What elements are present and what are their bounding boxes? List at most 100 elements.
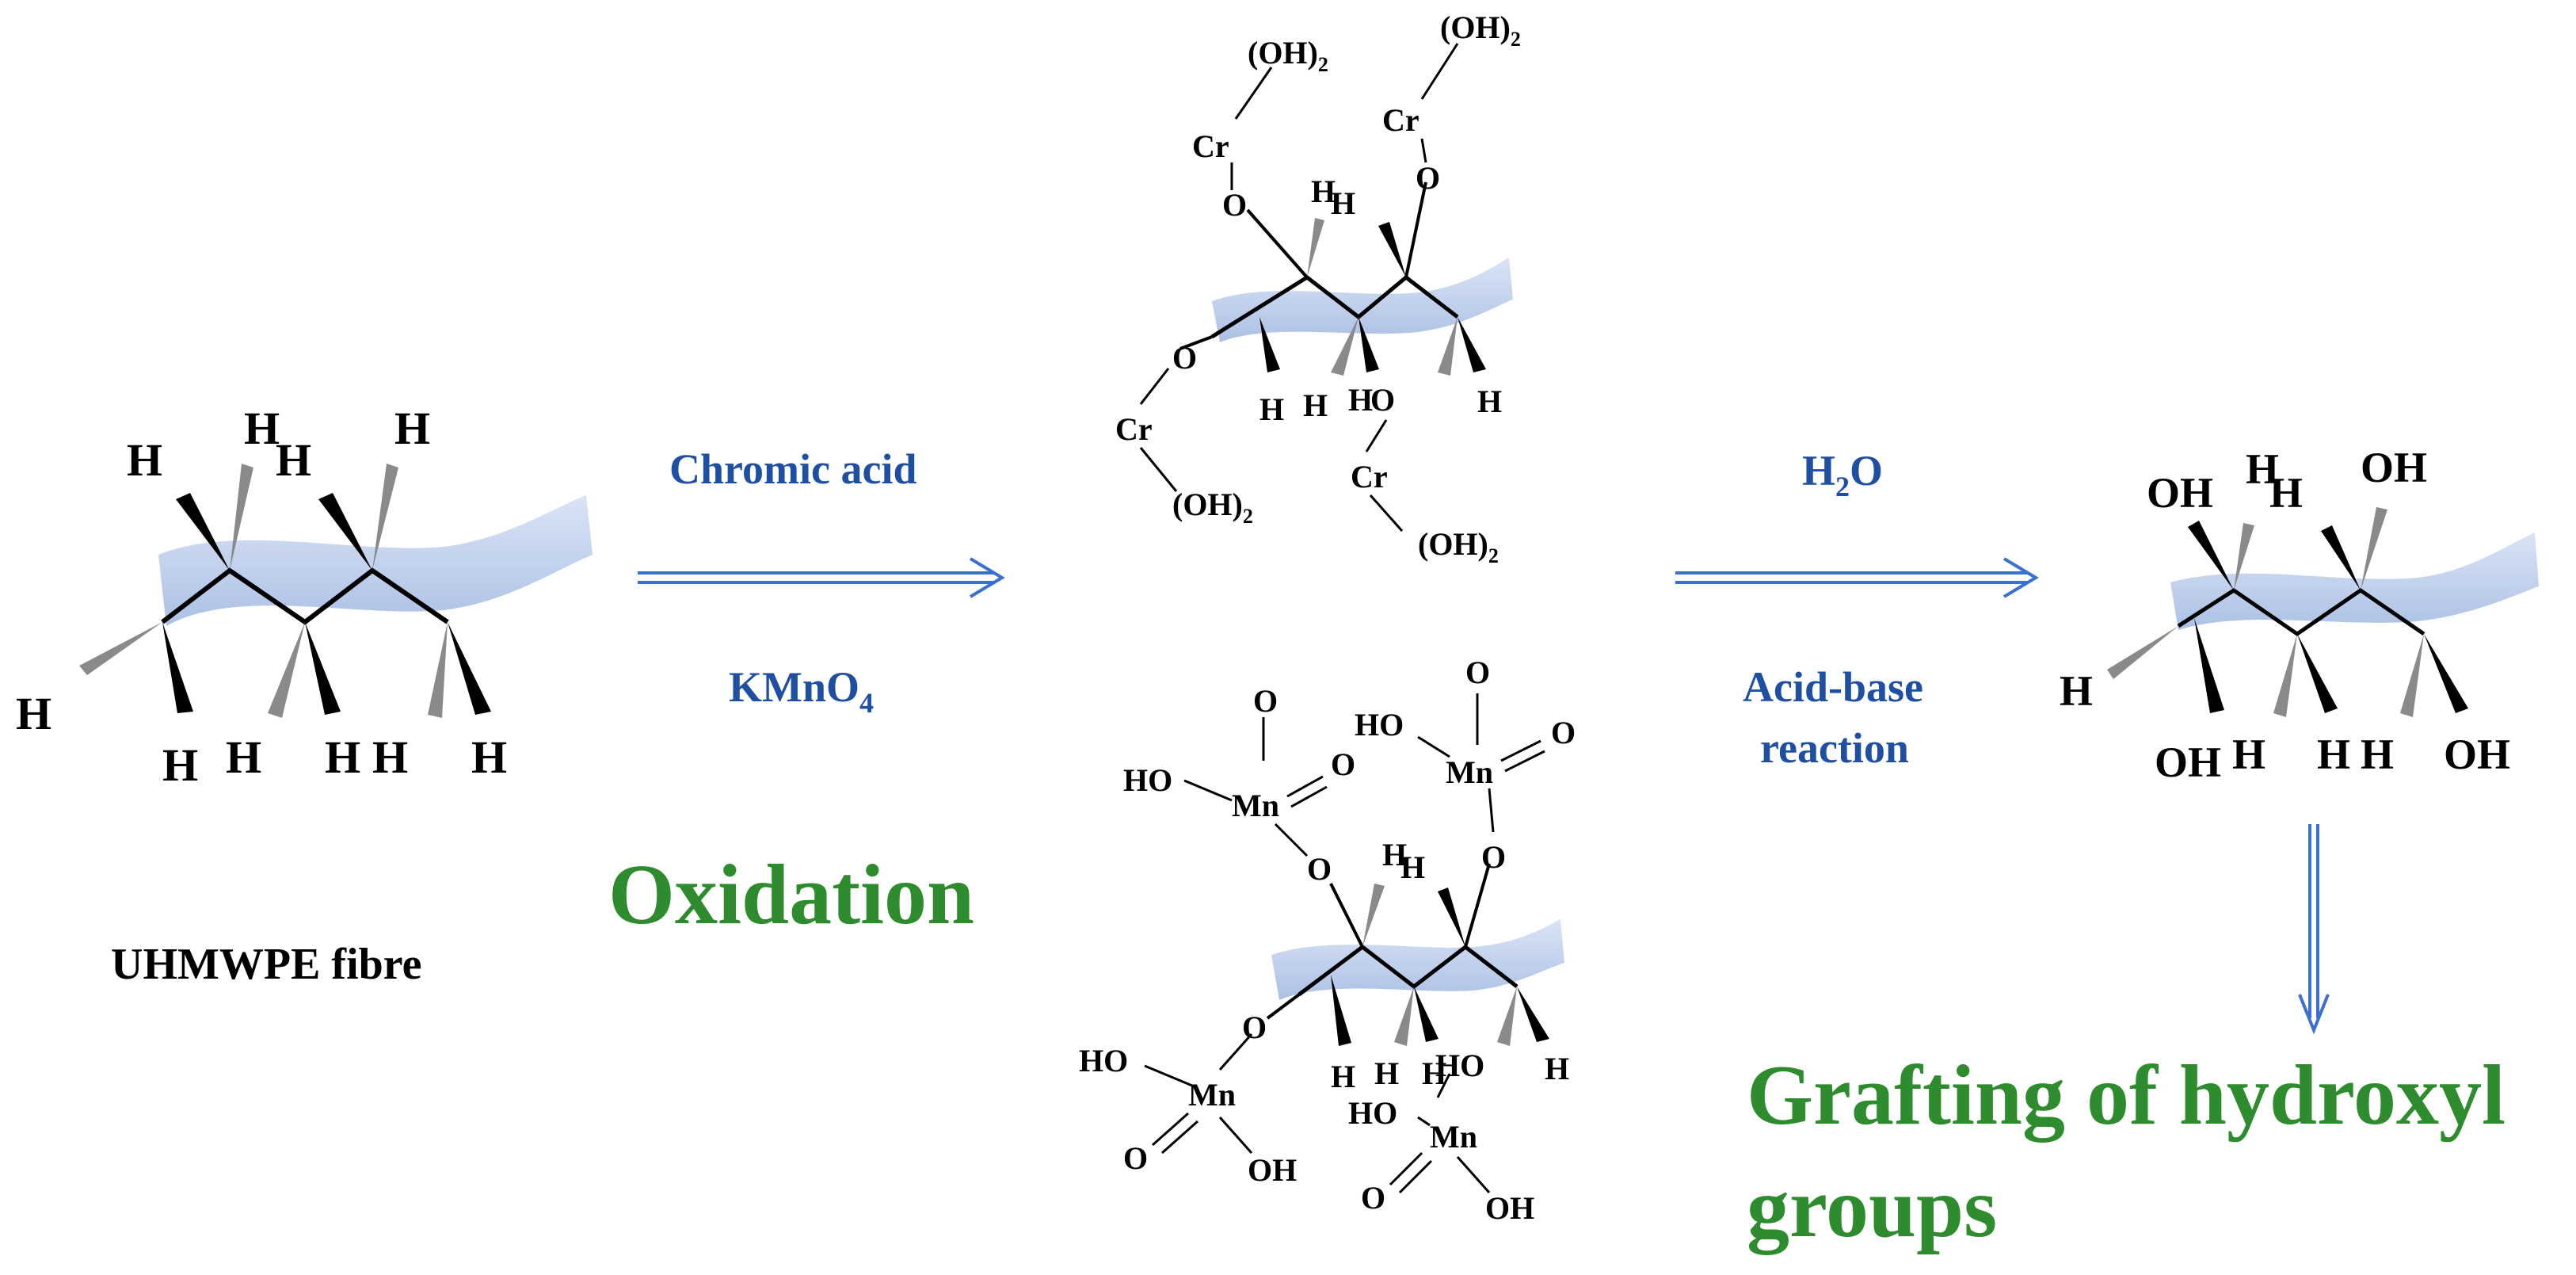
hash-bond bbox=[1307, 218, 1324, 277]
bond bbox=[1139, 447, 1178, 492]
oh-label: OH bbox=[2155, 739, 2221, 786]
hydroxyl-label: HO bbox=[1355, 707, 1404, 742]
bond bbox=[1144, 1064, 1193, 1087]
ligand-label: (OH)2 bbox=[1172, 487, 1253, 528]
h-label: H bbox=[276, 434, 311, 486]
fibre-band bbox=[1271, 919, 1564, 1000]
h-label: H bbox=[1303, 387, 1328, 423]
hash-bond bbox=[268, 622, 305, 718]
metal-label: Mn bbox=[1446, 754, 1493, 790]
hydroxylated-molecule: OH H H OH H OH H H H OH bbox=[2060, 444, 2539, 786]
h-label: H bbox=[1311, 174, 1336, 209]
bond bbox=[1183, 779, 1233, 802]
bond bbox=[1139, 368, 1170, 405]
h-label: H bbox=[1259, 391, 1284, 427]
bond bbox=[1369, 494, 1404, 532]
result-line2: groups bbox=[1747, 1161, 1997, 1255]
bond bbox=[1218, 1033, 1253, 1071]
bond bbox=[1420, 43, 1459, 100]
oxidation-label: Oxidation bbox=[608, 848, 974, 942]
oxygen-label: O bbox=[1331, 746, 1355, 782]
reagent-acid-base-line2: reaction bbox=[1760, 724, 1909, 772]
oxygen-label: O bbox=[1172, 340, 1197, 376]
wedge-bond bbox=[1438, 888, 1465, 947]
wedge-bond bbox=[1458, 317, 1486, 372]
hash-bond bbox=[2234, 523, 2254, 590]
chromium-intermediate: (OH)2 Cr O (OH)2 Cr O O Cr (OH)2 O Cr (O… bbox=[1115, 10, 1521, 567]
h-label: H bbox=[127, 434, 162, 486]
manganese-intermediate: O HO Mn O O O HO Mn O O O HO Mn O OH HO … bbox=[1079, 655, 1576, 1226]
bond bbox=[1365, 419, 1388, 452]
wedge-bond bbox=[1358, 317, 1379, 372]
bond bbox=[1286, 775, 1324, 798]
arrow-oxidation bbox=[638, 557, 1005, 598]
wedge-bond bbox=[2188, 521, 2234, 590]
h-label: H bbox=[1422, 1056, 1446, 1091]
h-label: H bbox=[226, 731, 261, 783]
oh-label: OH bbox=[2444, 731, 2510, 778]
bond bbox=[1234, 67, 1273, 120]
wedge-bond bbox=[1259, 317, 1280, 372]
oxygen-label: O bbox=[1242, 1010, 1267, 1045]
oh-label: OH bbox=[2147, 469, 2213, 517]
bond bbox=[1420, 138, 1427, 163]
hash-bond bbox=[2361, 507, 2387, 590]
hydroxyl-label: OH bbox=[1248, 1152, 1297, 1188]
wedge-bond bbox=[305, 622, 341, 715]
bond bbox=[1417, 1116, 1431, 1127]
bond bbox=[1266, 993, 1301, 1020]
oxygen-label: O bbox=[1481, 839, 1506, 875]
hash-bond bbox=[372, 464, 398, 571]
reagent-acid-base-line1: Acid-base bbox=[1743, 663, 1923, 711]
wedge-bond bbox=[2194, 618, 2224, 713]
hydroxyl-label: HO bbox=[1435, 1048, 1484, 1083]
ligand-label: (OH)2 bbox=[1248, 35, 1328, 76]
uhmwpe-molecule: H H H H H H H H H H UHMWPE fibre bbox=[16, 403, 593, 989]
bond bbox=[1246, 208, 1309, 279]
h-label: H bbox=[2246, 445, 2279, 493]
fibre-band bbox=[1212, 258, 1513, 342]
h-label: H bbox=[162, 739, 198, 791]
metal-label: Mn bbox=[1188, 1077, 1236, 1113]
bond bbox=[1218, 1117, 1253, 1154]
wedge-bond bbox=[1331, 975, 1351, 1046]
hydroxyl-label: HO bbox=[1348, 1095, 1397, 1131]
oxygen-label: O bbox=[1465, 655, 1490, 690]
h-label: H bbox=[394, 403, 430, 454]
bond bbox=[1504, 750, 1545, 773]
hash-bond bbox=[1362, 884, 1385, 947]
hash-bond bbox=[1394, 987, 1414, 1046]
hash-bond bbox=[1497, 987, 1517, 1046]
h-label: H bbox=[1348, 382, 1373, 418]
oxygen-label: O bbox=[1370, 382, 1395, 418]
bond bbox=[1417, 735, 1450, 758]
h-label: H bbox=[1331, 1059, 1355, 1094]
oxygen-label: O bbox=[1361, 1180, 1385, 1216]
wedge-bond bbox=[176, 493, 230, 571]
bond bbox=[1436, 1073, 1451, 1098]
h-label: H bbox=[325, 731, 360, 783]
bond bbox=[1274, 823, 1309, 857]
h-label: H bbox=[244, 403, 280, 454]
h-label: H bbox=[1400, 849, 1425, 885]
reagent-water: H2O bbox=[1802, 447, 1883, 502]
wedge-bond bbox=[162, 622, 193, 713]
wedge-bond bbox=[2424, 634, 2468, 713]
h-label: H bbox=[2317, 731, 2350, 778]
hash-bond bbox=[1331, 317, 1358, 376]
h-label: H bbox=[2269, 469, 2303, 517]
hash-bond bbox=[2400, 634, 2424, 717]
metal-label: Cr bbox=[1115, 411, 1153, 447]
hash-bond bbox=[1438, 317, 1458, 376]
hydroxyl-label: OH bbox=[1485, 1190, 1534, 1226]
bond bbox=[1329, 883, 1364, 948]
bond bbox=[1456, 1156, 1491, 1193]
hash-bond bbox=[79, 622, 162, 675]
h-label: H bbox=[16, 688, 51, 739]
bond bbox=[1290, 785, 1328, 808]
wedge-bond bbox=[1378, 222, 1406, 277]
hash-bond bbox=[428, 622, 448, 718]
hydroxyl-label: HO bbox=[1079, 1043, 1128, 1078]
h-label: H bbox=[471, 731, 507, 783]
